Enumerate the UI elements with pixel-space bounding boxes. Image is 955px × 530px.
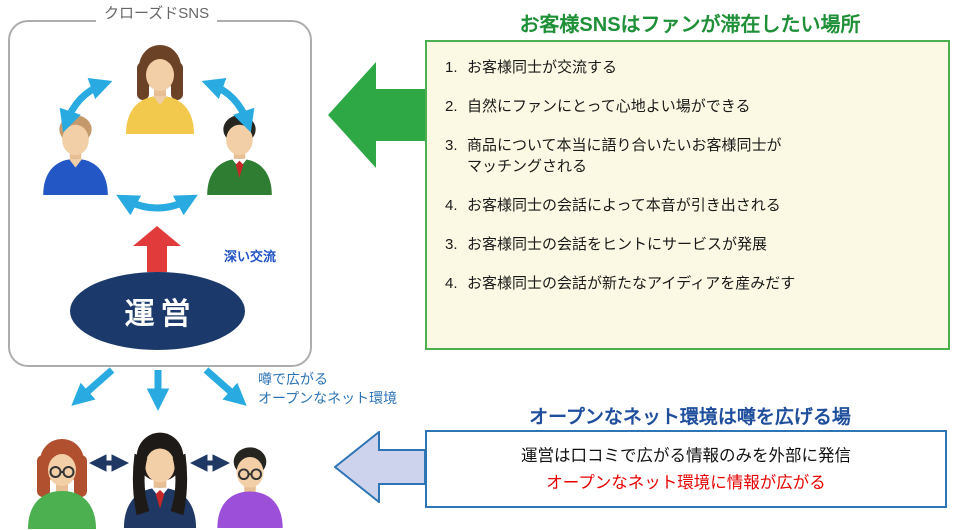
rumor-spread-line1: 噂で広がる xyxy=(258,371,328,387)
open-section-arrow-icon xyxy=(334,431,426,503)
closed-sns-label: クローズドSNS xyxy=(96,2,218,23)
avatar-open-left-woman xyxy=(12,428,112,530)
spread-arrow-left-icon xyxy=(71,367,115,406)
avatar-member-top-woman xyxy=(110,34,210,134)
list-item-text: 自然にファンにとって心地よい場ができる xyxy=(467,97,751,115)
fan-section-box: 1. お客様同士が交流する 2. 自然にファンにとって心地よい場ができる 3. … xyxy=(425,40,950,350)
list-item-number: 1. xyxy=(445,59,458,76)
list-item-number: 4. xyxy=(445,274,458,292)
rumor-spread-label: 噂で広がる オープンなネット環境 xyxy=(258,370,397,408)
rumor-spread-line2: オープンなネット環境 xyxy=(258,389,398,406)
list-item-number: 3. xyxy=(445,136,458,154)
list-item-text: お客様同士の会話をヒントにサービスが発展 xyxy=(467,235,768,253)
deep-interaction-label: 深い交流 xyxy=(224,249,277,264)
avatar-member-left-man xyxy=(28,100,123,195)
avatar-member-right-man xyxy=(192,100,287,195)
list-item: 1. お客様同士が交流する xyxy=(445,57,930,79)
avatar-open-right-man xyxy=(202,430,298,530)
list-item-text: お客様同士の会話が新たなアイディアを産みだす xyxy=(467,274,796,292)
list-item-number: 3. xyxy=(445,235,458,253)
fan-section-arrow-icon xyxy=(328,62,425,168)
list-item-number: 4. xyxy=(445,197,458,214)
fan-section-title: お客様SNSはファンが滞在したい場所 xyxy=(519,14,861,36)
list-item: 2. 自然にファンにとって心地よい場ができる xyxy=(445,96,930,118)
management-ellipse: 運営 xyxy=(70,272,245,350)
list-item-text: お客様同士が交流する xyxy=(467,59,618,76)
open-section-box: 運営は口コミで広がる情報のみを外部に発信 オープンなネット環境に情報が広がる xyxy=(425,430,947,508)
management-label: 運営 xyxy=(124,298,197,331)
list-item: 3. 商品について本当に語り合いたいお客様同士が マッチングされる xyxy=(445,135,930,179)
open-section-line2: オープンなネット環境に情報が広がる xyxy=(546,474,826,493)
open-section-title: オープンなネット環境は噂を広げる場 xyxy=(529,407,851,428)
list-item: 4. お客様同士の会話が新たなアイディアを産みだす xyxy=(445,273,930,295)
list-item-number: 2. xyxy=(445,97,458,115)
avatar-open-center-woman xyxy=(107,420,213,530)
open-section-line1: 運営は口コミで広がる情報のみを外部に発信 xyxy=(521,447,851,465)
list-item: 3. お客様同士の会話をヒントにサービスが発展 xyxy=(445,234,930,256)
list-item-text: お客様同士の会話によって本音が引き出される xyxy=(467,197,781,214)
management-up-arrow-icon xyxy=(133,226,181,272)
spread-arrow-right-icon xyxy=(203,367,247,406)
list-item-text: 商品について本当に語り合いたいお客様同士が マッチングされる xyxy=(467,136,782,176)
list-item: 4. お客様同士の会話によって本音が引き出される xyxy=(445,195,930,217)
